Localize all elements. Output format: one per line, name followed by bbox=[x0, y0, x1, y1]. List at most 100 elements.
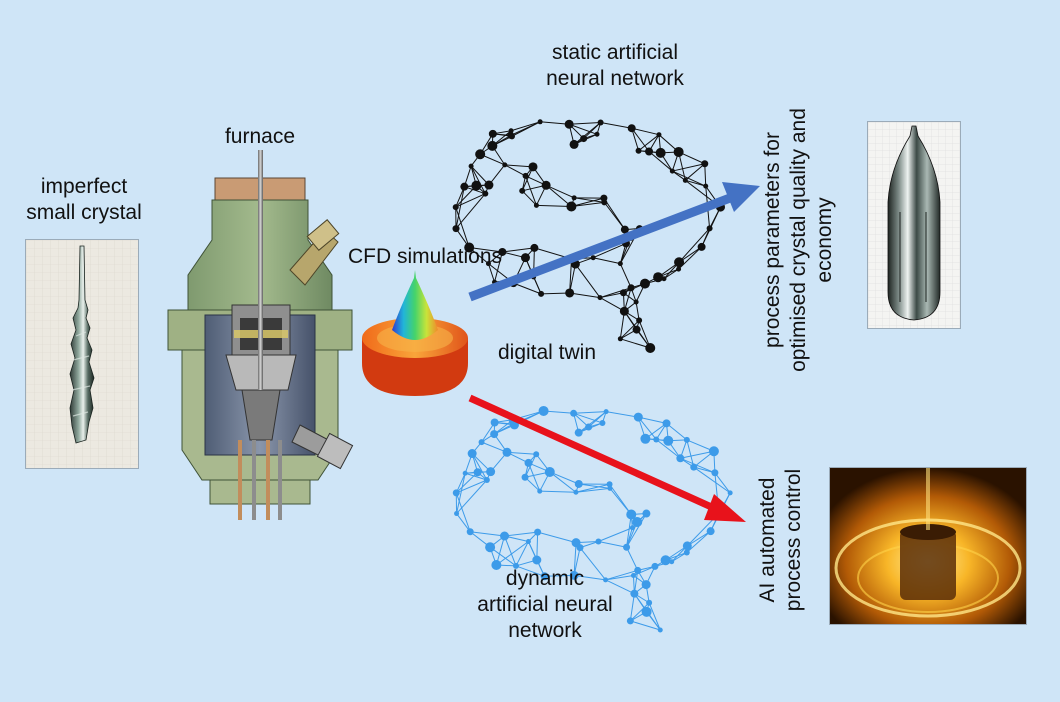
network-edge bbox=[574, 263, 601, 298]
network-node bbox=[452, 204, 459, 211]
network-edge bbox=[626, 514, 632, 548]
network-node bbox=[646, 599, 653, 606]
network-node bbox=[462, 470, 468, 476]
network-node bbox=[502, 162, 508, 168]
network-edge bbox=[470, 531, 505, 537]
network-edge bbox=[504, 164, 526, 177]
network-node bbox=[564, 119, 574, 129]
network-edge bbox=[504, 164, 534, 168]
network-edge bbox=[456, 473, 466, 514]
network-node bbox=[690, 463, 698, 471]
network-node bbox=[574, 479, 583, 488]
network-node bbox=[632, 325, 641, 334]
network-node bbox=[656, 132, 662, 138]
network-node bbox=[603, 409, 609, 415]
network-node bbox=[701, 160, 709, 168]
network-node bbox=[607, 485, 613, 491]
network-node bbox=[533, 202, 539, 208]
network-node bbox=[706, 225, 713, 232]
network-node bbox=[513, 562, 520, 569]
network-edge bbox=[633, 565, 656, 576]
network-node bbox=[660, 555, 671, 566]
network-node bbox=[566, 201, 577, 212]
network-edge bbox=[619, 311, 625, 339]
network-node bbox=[483, 477, 490, 484]
network-node bbox=[580, 135, 588, 143]
network-node bbox=[603, 577, 609, 583]
network-node bbox=[486, 467, 496, 477]
network-node bbox=[714, 508, 724, 518]
network-node bbox=[524, 458, 533, 467]
network-node bbox=[653, 436, 660, 443]
network-edge bbox=[495, 535, 506, 566]
furnace-illustration bbox=[167, 150, 354, 520]
network-edge bbox=[672, 170, 686, 181]
network-node bbox=[522, 172, 529, 179]
network-node bbox=[573, 489, 579, 495]
network-node bbox=[708, 446, 719, 457]
network-edge bbox=[573, 122, 601, 145]
network-node bbox=[530, 243, 539, 252]
network-node bbox=[715, 202, 725, 212]
network-edge bbox=[455, 471, 478, 494]
network-edge bbox=[496, 541, 529, 566]
network-node bbox=[468, 163, 474, 169]
network-node bbox=[460, 182, 469, 191]
network-edge bbox=[672, 170, 706, 187]
network-edge bbox=[521, 190, 537, 206]
network-edge bbox=[544, 574, 575, 577]
network-edge bbox=[575, 487, 611, 493]
network-node bbox=[683, 549, 690, 556]
network-edge bbox=[455, 193, 486, 229]
network-node bbox=[525, 538, 531, 544]
network-edge bbox=[605, 569, 638, 581]
network-node bbox=[502, 447, 512, 457]
network-node bbox=[697, 242, 706, 251]
network-node bbox=[454, 511, 460, 517]
network-edge bbox=[573, 411, 607, 414]
network-node bbox=[627, 284, 635, 292]
network-node bbox=[508, 128, 514, 134]
network-node bbox=[682, 541, 692, 551]
network-node bbox=[500, 531, 510, 541]
network-node bbox=[473, 468, 482, 477]
network-node bbox=[533, 451, 540, 458]
static-ann-label: static artificial neural network bbox=[546, 41, 684, 90]
network-edge bbox=[593, 257, 621, 265]
network-node bbox=[574, 428, 583, 437]
network-node bbox=[492, 279, 498, 285]
network-edge bbox=[502, 247, 535, 253]
network-node bbox=[676, 454, 685, 463]
network-edge bbox=[534, 247, 572, 260]
network-edge bbox=[456, 513, 471, 533]
network-edge bbox=[704, 163, 707, 187]
network-node bbox=[642, 509, 651, 518]
network-node bbox=[673, 146, 684, 157]
network-edge bbox=[537, 531, 577, 544]
network-node bbox=[645, 343, 656, 353]
network-node bbox=[703, 183, 709, 189]
network-edge bbox=[455, 186, 465, 229]
network-node bbox=[706, 527, 715, 536]
network-node bbox=[585, 423, 593, 431]
network-edge bbox=[515, 541, 529, 567]
network-node bbox=[674, 257, 685, 268]
network-edge bbox=[626, 513, 647, 548]
network-node bbox=[653, 272, 664, 283]
network-node bbox=[599, 419, 606, 426]
network-node bbox=[471, 180, 482, 191]
network-edge bbox=[455, 492, 471, 532]
network-edge bbox=[579, 547, 606, 581]
network-edge bbox=[631, 127, 660, 136]
network-node bbox=[619, 306, 629, 316]
network-edge bbox=[455, 473, 466, 494]
network-node bbox=[485, 261, 491, 267]
network-edge bbox=[606, 411, 639, 418]
network-node bbox=[537, 488, 543, 494]
network-edge bbox=[629, 593, 635, 621]
network-node bbox=[488, 129, 497, 138]
network-node bbox=[534, 528, 542, 536]
network-node bbox=[617, 336, 623, 342]
network-node bbox=[601, 199, 608, 206]
